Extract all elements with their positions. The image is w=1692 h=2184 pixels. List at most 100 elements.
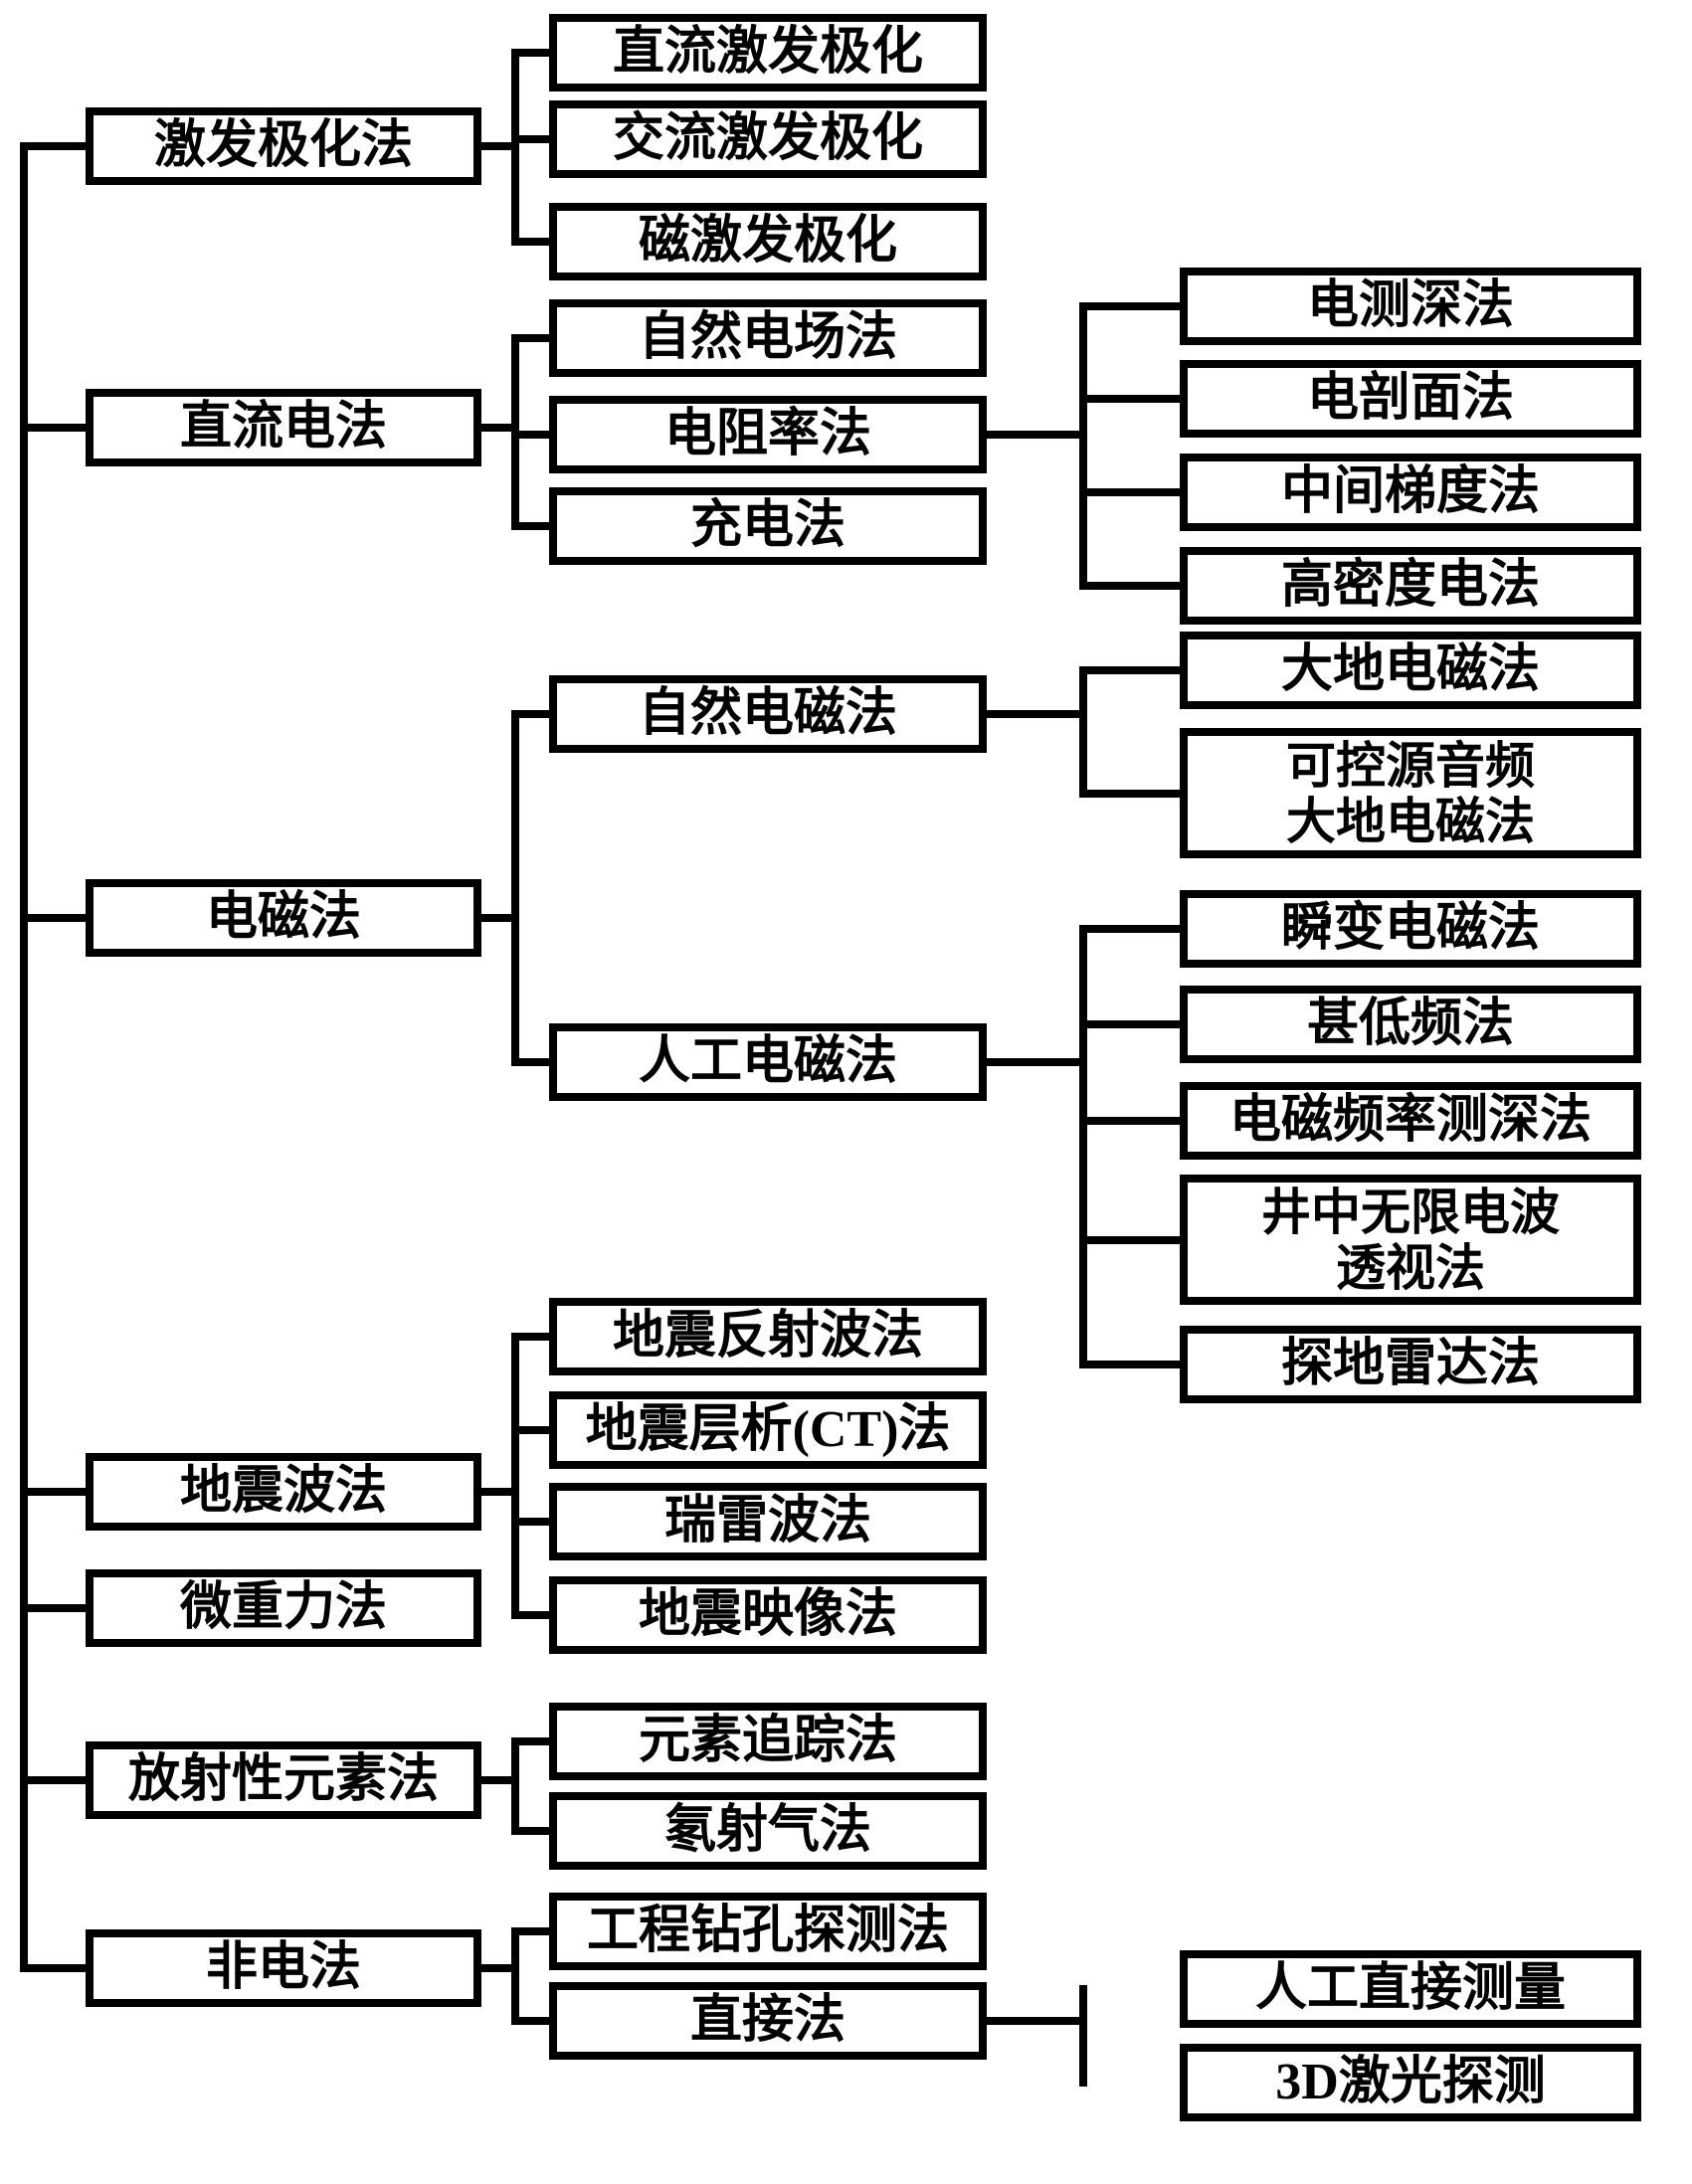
node-label: 大地电磁法 [1286, 793, 1535, 849]
node-label: 电阻率法 [663, 406, 871, 462]
connector-line [1079, 1361, 1180, 1368]
connector-line [1079, 488, 1180, 496]
connector-line [511, 1737, 549, 1745]
node-dc-induced-polarization: 直流激发极化 [549, 14, 987, 91]
node-non-electrical: 非电法 [86, 1929, 481, 2007]
node-self-potential: 自然电场法 [549, 299, 987, 377]
node-label: 可控源音频 [1286, 737, 1535, 794]
node-3d-laser-detection: 3D激光探测 [1180, 2044, 1641, 2121]
connector-line [1079, 1117, 1180, 1125]
node-label: 3D激光探测 [1275, 2054, 1546, 2110]
connector-line [511, 1518, 549, 1526]
node-label: 地震波法 [179, 1463, 387, 1520]
node-label: 电测深法 [1306, 277, 1514, 334]
node-label: 自然电磁法 [638, 685, 897, 742]
connector-line [511, 710, 519, 1066]
node-label: 工程钻孔探测法 [586, 1903, 949, 1959]
connector-line [481, 142, 519, 150]
node-label: 大地电磁法 [1280, 641, 1540, 698]
node-label: 直流激发极化 [612, 24, 923, 81]
node-label: 自然电场法 [638, 309, 897, 366]
node-transient-em: 瞬变电磁法 [1180, 890, 1641, 968]
connector-line [511, 1827, 549, 1835]
connector-line [1079, 1020, 1180, 1028]
node-induced-polarization: 激发极化法 [86, 107, 481, 185]
node-label: 瑞雷波法 [663, 1493, 871, 1549]
connector-line [20, 142, 28, 1972]
connector-line [1079, 1236, 1180, 1244]
node-label: 磁激发极化 [638, 213, 897, 270]
connector-line [511, 522, 549, 530]
node-label: 透视法 [1336, 1239, 1485, 1296]
connector-line [511, 238, 549, 246]
connector-line [20, 1964, 86, 1972]
node-label: 地震反射波法 [612, 1308, 923, 1365]
connector-line [1079, 1985, 1087, 2087]
node-seismic-ct: 地震层析(CT)法 [549, 1391, 987, 1469]
connector-line [20, 424, 86, 432]
node-magnetotelluric: 大地电磁法 [1180, 632, 1641, 709]
node-label: 地震层析(CT)法 [585, 1401, 951, 1458]
connector-line [481, 1488, 519, 1496]
node-label: 元素追踪法 [638, 1713, 897, 1769]
node-label: 电磁法 [205, 889, 361, 946]
node-label: 非电法 [205, 1939, 361, 1996]
connector-line [481, 914, 519, 922]
connector-line [987, 1058, 1087, 1066]
node-rayleigh-wave: 瑞雷波法 [549, 1483, 987, 1560]
connector-line [20, 1604, 86, 1612]
node-artificial-em: 人工电磁法 [549, 1023, 987, 1101]
connector-line [511, 135, 549, 143]
node-em-frequency-sounding: 电磁频率测深法 [1180, 1082, 1641, 1160]
node-ac-induced-polarization: 交流激发极化 [549, 100, 987, 178]
connector-line [987, 431, 1087, 439]
connector-line [511, 1737, 519, 1835]
connector-line [20, 1776, 86, 1784]
node-electrical-profiling: 电剖面法 [1180, 360, 1641, 438]
node-label: 电剖面法 [1306, 370, 1514, 427]
connector-line [511, 1058, 549, 1066]
node-label: 高密度电法 [1280, 557, 1540, 614]
connector-line [20, 914, 86, 922]
connector-line [1079, 925, 1087, 1368]
connector-line [511, 1333, 549, 1341]
node-seismic-imaging: 地震映像法 [549, 1576, 987, 1654]
node-vlf: 甚低频法 [1180, 986, 1641, 1063]
connector-line [511, 1611, 549, 1619]
node-label: 交流激发极化 [612, 110, 923, 167]
connector-line [987, 2017, 1087, 2025]
node-csamt: 可控源音频大地电磁法 [1180, 728, 1641, 858]
node-charging: 充电法 [549, 487, 987, 565]
node-label: 激发极化法 [153, 117, 413, 174]
node-manual-direct-measurement: 人工直接测量 [1180, 1950, 1641, 2028]
node-label: 探地雷达法 [1280, 1336, 1540, 1392]
node-middle-gradient: 中间梯度法 [1180, 454, 1641, 531]
connector-line [511, 1927, 549, 1935]
node-label: 电磁频率测深法 [1228, 1092, 1592, 1149]
node-label: 中间梯度法 [1280, 463, 1540, 520]
connector-line [1079, 582, 1180, 590]
connector-line [511, 710, 549, 718]
node-borehole-radio-penetration: 井中无限电波透视法 [1180, 1175, 1641, 1305]
connector-line [511, 49, 549, 57]
node-seismic-reflection: 地震反射波法 [549, 1298, 987, 1375]
node-direct-method: 直接法 [549, 1982, 987, 2060]
node-microgravity: 微重力法 [86, 1569, 481, 1647]
connector-line [481, 424, 519, 432]
connector-line [1079, 925, 1180, 933]
connector-line [1079, 395, 1180, 403]
connector-line [511, 431, 549, 439]
node-label: 瞬变电磁法 [1280, 900, 1540, 957]
node-label: 甚低频法 [1306, 996, 1514, 1052]
node-electrical-sounding: 电测深法 [1180, 268, 1641, 345]
node-label: 直流电法 [179, 399, 387, 455]
connector-line [511, 49, 519, 246]
connector-line [20, 1488, 86, 1496]
connector-line [987, 710, 1087, 718]
node-label: 放射性元素法 [127, 1751, 439, 1808]
connector-line [511, 1333, 519, 1619]
connector-line [1079, 302, 1180, 310]
node-natural-em: 自然电磁法 [549, 675, 987, 753]
node-high-density-electrical: 高密度电法 [1180, 547, 1641, 625]
